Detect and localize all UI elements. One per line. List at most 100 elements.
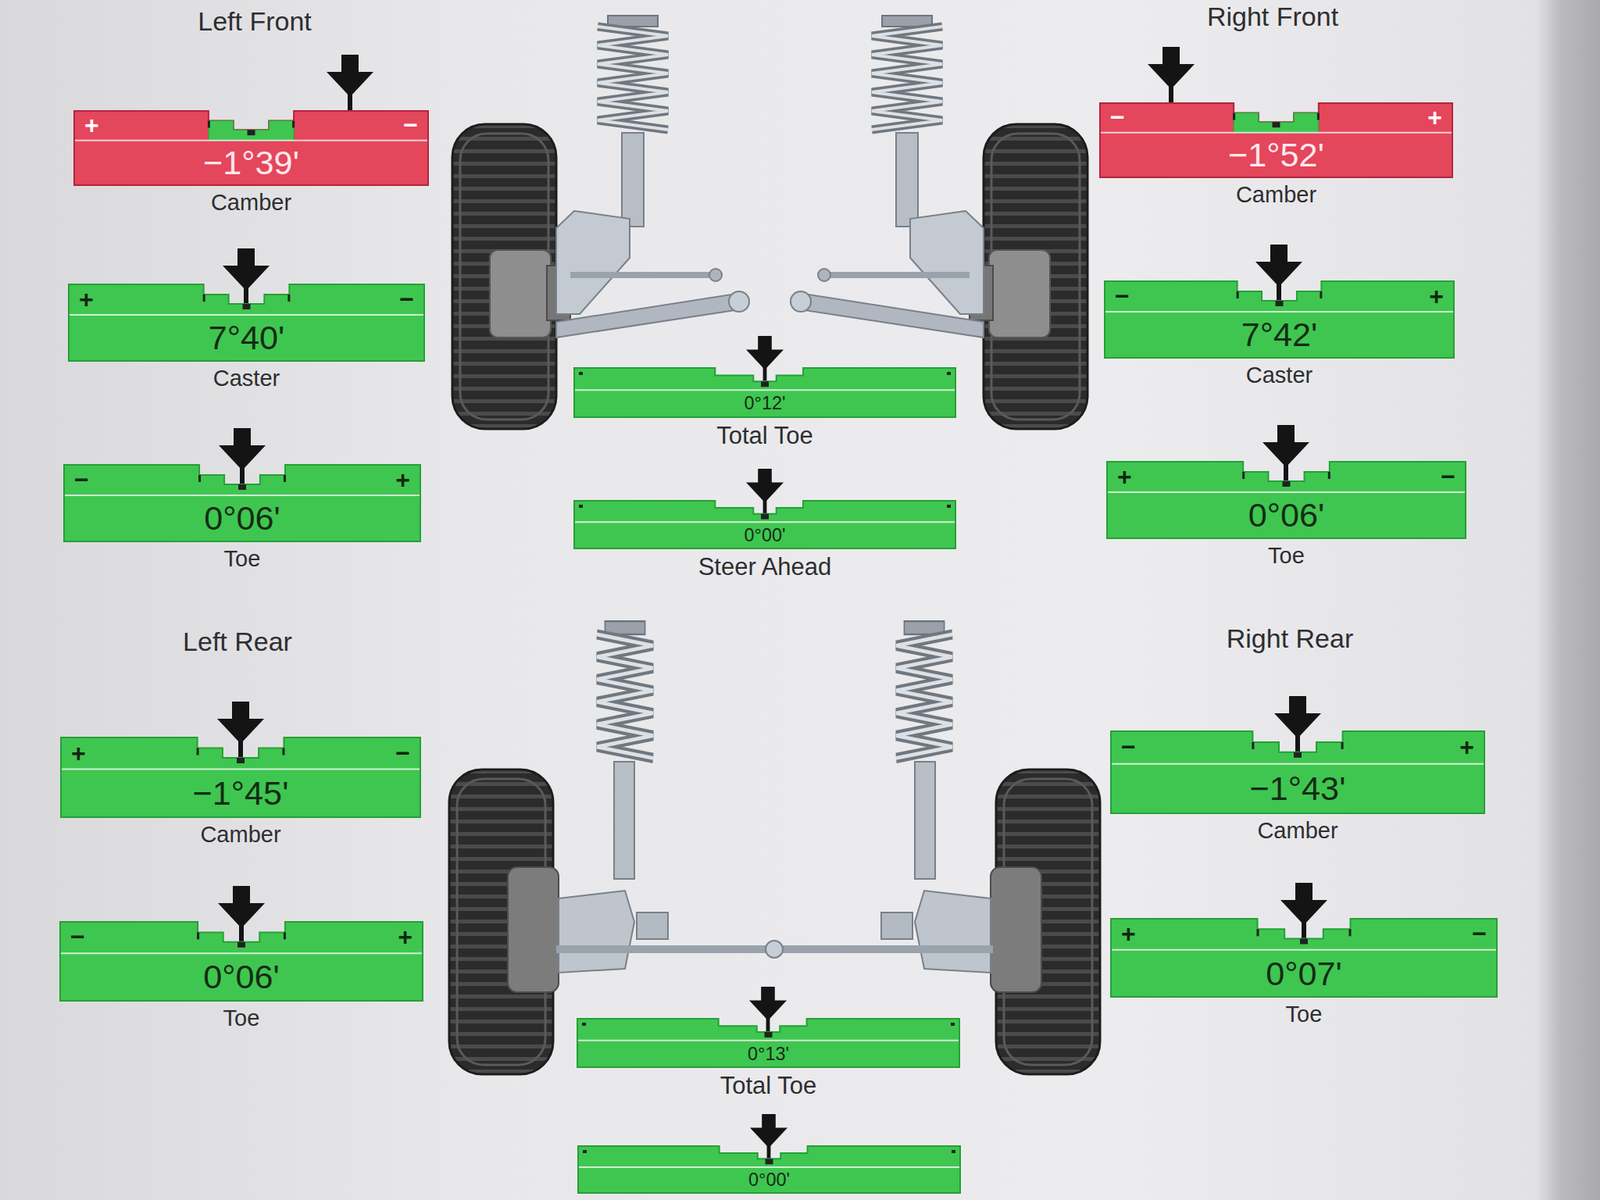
gauge-marker — [236, 757, 245, 764]
scale-sign: − — [70, 921, 86, 954]
end-mark — [578, 504, 583, 508]
gauge-marker — [764, 1032, 773, 1038]
scale-sign: − — [1114, 280, 1130, 312]
tolerance-tick — [292, 121, 295, 129]
tolerance-tick — [196, 932, 200, 940]
gauge-label: Caster — [1103, 363, 1455, 389]
gauge-divider — [1105, 310, 1454, 313]
gauge-body — [60, 737, 421, 818]
end-mark — [950, 1022, 955, 1026]
gauge-marker — [760, 381, 769, 387]
end-mark — [946, 371, 951, 375]
gauge-value: −1°43' — [1110, 764, 1486, 815]
gauge-marker — [1275, 300, 1284, 307]
scale-sign: + — [1117, 460, 1133, 493]
scale-sign: + — [1459, 730, 1475, 765]
tolerance-tick — [1256, 928, 1259, 936]
gauge-bar: +−−1°45' — [60, 736, 422, 818]
front-right-suspension — [790, 15, 1088, 429]
end-mark — [578, 371, 583, 375]
gauge-value: 0°12' — [573, 389, 957, 418]
gauge-label: Camber — [1099, 182, 1454, 208]
gauge-value: 0°13' — [576, 1040, 961, 1068]
gauge-divider — [61, 768, 420, 771]
section-heading: Right Front — [1207, 1, 1339, 33]
gauge-marker — [1300, 939, 1308, 945]
gauge-marker — [238, 484, 247, 490]
gauge-value: −1°52' — [1099, 132, 1454, 179]
gauge-value: 0°06' — [63, 495, 422, 543]
gauge-bar: +−7°40' — [67, 283, 425, 362]
section-heading: Left Front — [197, 6, 312, 37]
alignment-gauge: 0°13' Total Toe — [576, 1017, 961, 1100]
gauge-divider — [578, 1166, 960, 1168]
tolerance-tick — [207, 121, 211, 129]
gauge-value: 0°06' — [59, 953, 424, 1002]
gauge-marker — [242, 303, 251, 310]
in-spec-zone — [208, 121, 294, 141]
tolerance-tick — [1317, 113, 1320, 121]
gauge-label: Steer Ahead — [573, 553, 957, 581]
gauge-body — [1100, 103, 1453, 178]
gauge-label: Total Toe — [576, 1072, 961, 1100]
gauge-body — [578, 1146, 961, 1193]
gauge-bar: −+−1°52' — [1099, 102, 1454, 179]
scale-sign: − — [1121, 730, 1136, 765]
gauge-marker — [1293, 752, 1302, 758]
gauge-bar: +−0°06' — [1106, 460, 1467, 540]
gauge-bar: +−0°07' — [1110, 917, 1498, 998]
gauge-value: 7°40' — [67, 314, 425, 362]
scale-sign: − — [1471, 917, 1487, 950]
gauge-divider — [75, 139, 428, 142]
front-left-suspension — [452, 15, 750, 429]
tolerance-tick — [282, 748, 285, 756]
tolerance-tick — [1328, 471, 1331, 479]
alignment-gauge: +−0°07'Toe — [1110, 917, 1498, 1028]
gauge-value: −1°45' — [60, 769, 422, 818]
alignment-gauge: +−7°40' Caster — [67, 283, 425, 392]
gauge-bar: −+0°06' — [59, 921, 424, 1002]
gauge-body — [68, 284, 425, 361]
tolerance-tick — [283, 475, 286, 483]
tolerance-tick — [1319, 291, 1322, 299]
alignment-gauge: −+0°06'Toe — [63, 464, 422, 572]
end-mark — [582, 1150, 587, 1154]
gauge-divider — [1107, 491, 1465, 493]
scale-sign: + — [395, 464, 411, 496]
scale-sign: + — [84, 110, 100, 141]
alignment-gauge: 0°00' — [577, 1145, 961, 1194]
gauge-body — [64, 464, 421, 542]
tolerance-tick — [1232, 113, 1236, 121]
gauge-bar: 0°13' — [576, 1017, 961, 1068]
gauge-divider — [60, 952, 422, 954]
scale-sign: + — [1121, 917, 1136, 950]
alignment-gauge: − +7°42' Caster — [1103, 280, 1455, 389]
alignment-gauge: 0°00' Steer Ahead — [573, 500, 957, 581]
gauge-body — [1107, 461, 1466, 539]
gauge-value: 0°00' — [573, 521, 957, 550]
rear-left-suspension — [449, 621, 775, 1075]
alignment-gauge: −+0°06' Toe — [59, 921, 424, 1032]
alignment-gauge: 0°12'Total Toe — [573, 367, 957, 450]
gauge-label: Toe — [59, 1006, 424, 1032]
gauge-bar: − +−1°43' — [1110, 730, 1486, 815]
end-mark — [951, 1150, 956, 1154]
gauge-divider — [64, 494, 420, 497]
gauge-marker — [1272, 121, 1281, 128]
scale-sign: + — [1428, 280, 1444, 312]
gauge-body — [60, 921, 423, 1001]
alignment-gauge: +−−1°39'Camber — [73, 110, 429, 216]
gauge-value: 7°42' — [1103, 311, 1455, 359]
section-heading: Right Rear — [1226, 623, 1354, 654]
gauge-label: Camber — [1110, 818, 1486, 844]
gauge-value: −1°39' — [73, 140, 429, 186]
gauge-divider — [1111, 763, 1484, 765]
gauge-divider — [1111, 949, 1497, 951]
gauge-divider — [575, 521, 955, 523]
gauge-label: Caster — [67, 366, 425, 392]
gauge-body — [74, 110, 429, 186]
scale-sign: + — [71, 736, 86, 770]
gauge-label: Toe — [63, 546, 422, 572]
tolerance-tick — [283, 932, 286, 940]
